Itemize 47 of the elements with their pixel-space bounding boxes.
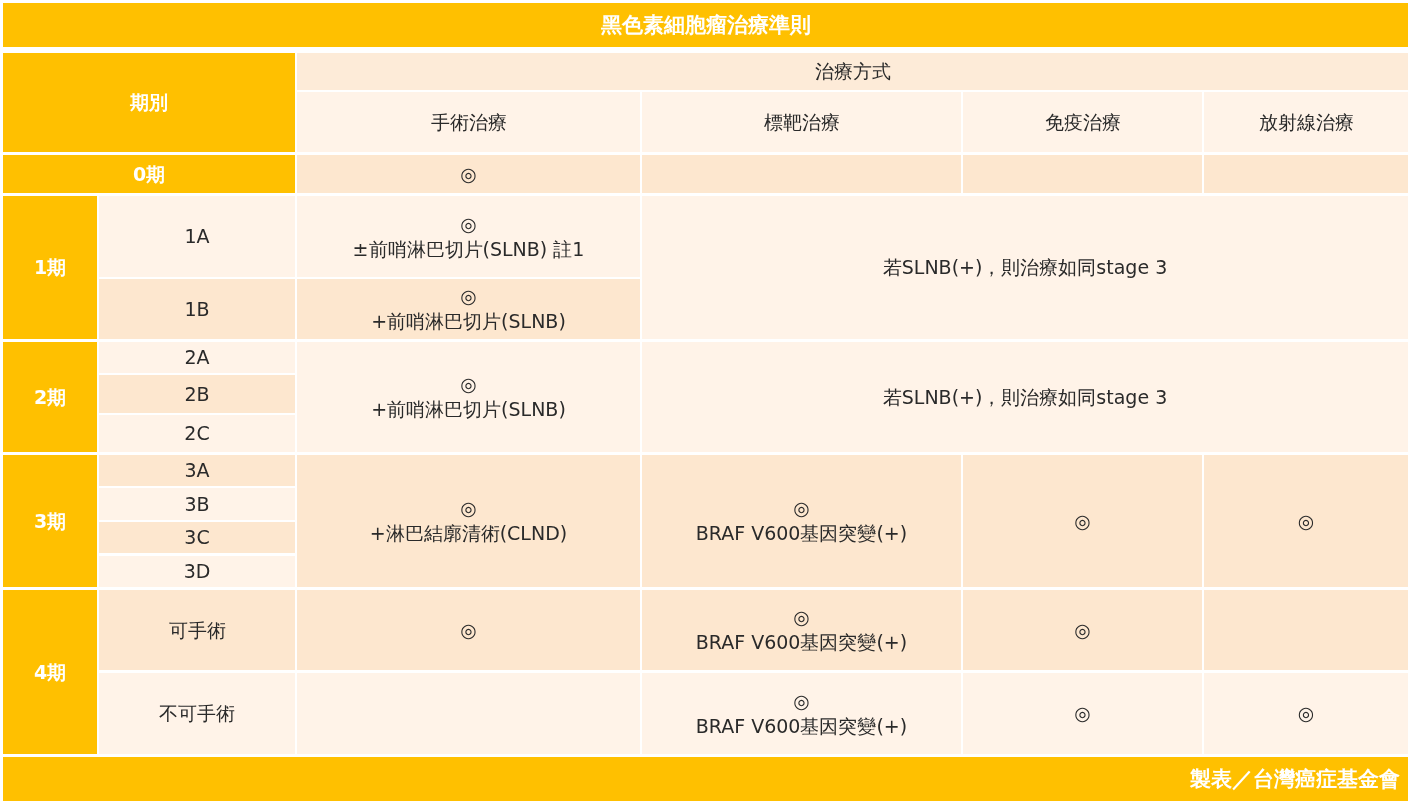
cell-text: +淋巴結廓清術(CLND)	[369, 521, 568, 546]
cell-text: 2C	[184, 421, 210, 446]
cell-text: 治療方式	[814, 59, 891, 84]
cell-text: 3C	[184, 525, 210, 550]
cell-text: +前哨淋巴切片(SLNB)	[371, 309, 566, 334]
cell-text: BRAF V600基因突變(+)	[695, 630, 908, 655]
cell-text: ◎	[1074, 508, 1091, 534]
cell-text: 4期	[33, 659, 67, 685]
cell-text: ◎	[460, 372, 477, 397]
cell-text: 手術治療	[430, 109, 507, 135]
cell-text: 若SLNB(+)，則治療如同stage 3	[882, 255, 1168, 280]
cell-text: 可手術	[168, 617, 226, 643]
cell-text: 3A	[184, 458, 210, 483]
cell-text: +前哨淋巴切片(SLNB)	[371, 397, 566, 422]
cell-text: 1期	[33, 255, 67, 280]
cell-text: ◎	[1074, 617, 1091, 643]
cell-text: 不可手術	[159, 701, 235, 726]
cell-text: ◎	[1297, 701, 1315, 726]
cell-text: 0期	[132, 161, 166, 187]
cell-text: ◎	[1074, 701, 1091, 726]
cell-text: ±前哨淋巴切片(SLNB) 註1	[352, 236, 585, 262]
cell-text: BRAF V600基因突變(+)	[695, 521, 908, 546]
cell-text: BRAF V600基因突變(+)	[695, 713, 908, 739]
cell-text: ◎	[460, 211, 477, 237]
cell-text: 3期	[33, 508, 67, 534]
cell-text: 期別	[130, 90, 168, 115]
cell-text: ◎	[460, 161, 477, 187]
cell-text: ◎	[793, 496, 810, 521]
cell-text: 標靶治療	[763, 109, 840, 135]
title-bar: 黑色素細胞瘤治療準則	[3, 3, 1408, 47]
cell-text: ◎	[460, 496, 477, 521]
cell-text: 3B	[184, 491, 210, 517]
cell-text: 放射線治療	[1258, 109, 1354, 135]
cell-text: ◎	[1297, 508, 1315, 534]
footer-bar: 製表／台灣癌症基金會	[3, 757, 1408, 801]
cell-text: ◎	[793, 688, 810, 714]
cell-text: 1A	[184, 224, 210, 249]
cell-text: 若SLNB(+)，則治療如同stage 3	[882, 384, 1168, 410]
cell-text: ◎	[793, 605, 810, 630]
cell-text: ◎	[460, 284, 477, 309]
cell-text: 3D	[183, 559, 211, 584]
cell-text: 2期	[33, 384, 67, 410]
cell-text: 2B	[184, 381, 210, 407]
cell-text: ◎	[460, 617, 477, 643]
cell-text: 2A	[184, 345, 210, 370]
cell-text: 免疫治療	[1044, 109, 1121, 135]
cell-text: 1B	[184, 296, 210, 322]
